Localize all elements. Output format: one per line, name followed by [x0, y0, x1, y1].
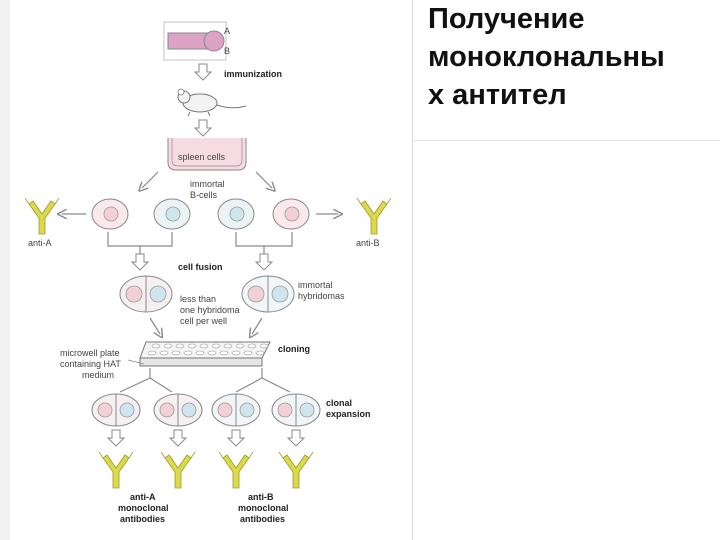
vertical-divider [412, 0, 413, 540]
cloning-label: cloning [278, 344, 310, 354]
anti-b-mono-label-1: anti-B [248, 492, 274, 502]
microwell-plate [139, 341, 271, 367]
less-than-label-3: cell per well [180, 316, 227, 326]
arrow-clone-2 [169, 429, 187, 447]
arrow-plate-left [149, 317, 160, 334]
immortal-cell-2 [217, 198, 255, 230]
anti-a-mono-label-3: antibodies [120, 514, 165, 524]
microwell-label-1: microwell plate [60, 348, 120, 358]
anti-a-mono-label-1: anti-A [130, 492, 156, 502]
less-than-label-1: less than [180, 294, 216, 304]
mouse-icon [177, 88, 247, 117]
title-underline [412, 140, 720, 141]
arrow-clone-3 [227, 429, 245, 447]
split-arrow-left [119, 368, 173, 393]
slide-title: Получение моноклональны х антител [428, 3, 665, 111]
arrow-clone-1 [107, 429, 125, 447]
immortal-label-2: B-cells [190, 190, 218, 200]
microwell-label-3: medium [82, 370, 114, 380]
hybridoma-a [119, 275, 173, 313]
split-arrow-right [235, 368, 291, 393]
anti-a-label: anti-A [28, 238, 52, 248]
microwell-pointer [127, 359, 145, 365]
clone-2 [153, 393, 203, 427]
anti-b-mono-label-3: antibodies [240, 514, 285, 524]
fusion-connector-right [235, 232, 293, 254]
clone-3 [211, 393, 261, 427]
anti-a-mono-label-2: monoclonal [118, 503, 169, 513]
anti-b-label: anti-B [356, 238, 380, 248]
antigen-molecule [163, 21, 227, 61]
arrow-plate-right [252, 317, 263, 334]
antibody-icon-anti-b [356, 197, 392, 235]
fusion-connector-left [107, 232, 173, 254]
b-cell-a [91, 198, 129, 230]
spleen-cells-label: spleen cells [178, 152, 226, 162]
hybridoma-b [241, 275, 295, 313]
hybridomas-label-2: hybridomas [298, 291, 345, 301]
arrow-diag-left [142, 171, 159, 188]
arrow-to-spleen [194, 119, 212, 137]
immortal-cell-1 [153, 198, 191, 230]
arrow-immunization [194, 63, 212, 81]
arrow-clone-4 [287, 429, 305, 447]
antibody-icon-3 [218, 451, 254, 489]
anti-b-mono-label-2: monoclonal [238, 503, 289, 513]
cell-fusion-label: cell fusion [178, 262, 223, 272]
antibody-icon-4 [278, 451, 314, 489]
clonal-expansion-label-2: expansion [326, 409, 371, 419]
clonal-expansion-label-1: clonal [326, 398, 352, 408]
clone-4 [271, 393, 321, 427]
immortal-label-1: immortal [190, 179, 225, 189]
clone-1 [91, 393, 141, 427]
arrow-fusion-left [131, 253, 149, 271]
immunization-label: immunization [224, 69, 282, 79]
less-than-label-2: one hybridoma [180, 305, 240, 315]
hybridomas-label-1: immortal [298, 280, 333, 290]
arrow-fusion-right [255, 253, 273, 271]
arrow-diag-right [255, 171, 272, 188]
antigen-label-a: A [224, 26, 230, 36]
antibody-icon-2 [160, 451, 196, 489]
antigen-label-b: B [224, 46, 230, 56]
microwell-label-2: containing HAT [60, 359, 121, 369]
left-edge-strip [0, 0, 10, 540]
antibody-icon-1 [98, 451, 134, 489]
b-cell-b [272, 198, 310, 230]
spleen-cells-dish [167, 138, 247, 171]
monoclonal-antibody-diagram: A B immunization spleen cells immortal B… [24, 21, 392, 524]
antibody-icon-anti-a [24, 197, 60, 235]
